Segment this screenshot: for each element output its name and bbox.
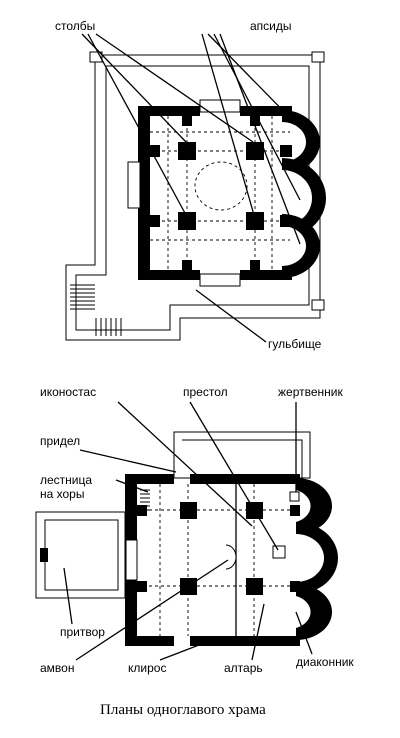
altar-table-mark [272, 545, 286, 559]
label-altar: алтарь [224, 661, 263, 675]
label-iconostasis: иконостас [40, 385, 96, 399]
label-altar-table: престол [183, 385, 228, 399]
side-chapel-outline [173, 431, 311, 479]
label-narthex: притвор [60, 625, 105, 639]
label-pillars: столбы [55, 19, 95, 33]
label-ambo: амвон [40, 661, 74, 675]
label-side-chapel: придел [40, 434, 80, 448]
label-stair-2: на хоры [40, 487, 84, 501]
bottom-labels: иконостас престол жертвенник придел лест… [40, 385, 354, 675]
label-stair: лестница [40, 473, 92, 487]
iconostasis-line [200, 477, 244, 643]
prothesis-mark [289, 491, 300, 502]
label-apses: апсиды [250, 19, 292, 33]
vault-grid [150, 116, 290, 270]
label-prothesis: жертвенник [278, 385, 343, 399]
label-gulbishche: гульбище [268, 337, 322, 351]
label-diaconicon: диаконник [296, 655, 354, 669]
bottom-plan: иконостас престол жертвенник придел лест… [35, 385, 354, 675]
bottom-walls [125, 474, 300, 646]
narthex-outline [35, 511, 126, 599]
label-kliros: клирос [128, 661, 166, 675]
top-plan: столбы апсиды гульбище [55, 19, 326, 351]
bottom-vault-grid [137, 484, 296, 636]
top-labels: столбы апсиды гульбище [55, 19, 322, 351]
stair-hatching [70, 284, 122, 336]
figure-caption: Планы одноглавого храма [100, 702, 266, 718]
main-walls [127, 99, 292, 287]
bottom-apses [296, 478, 338, 640]
